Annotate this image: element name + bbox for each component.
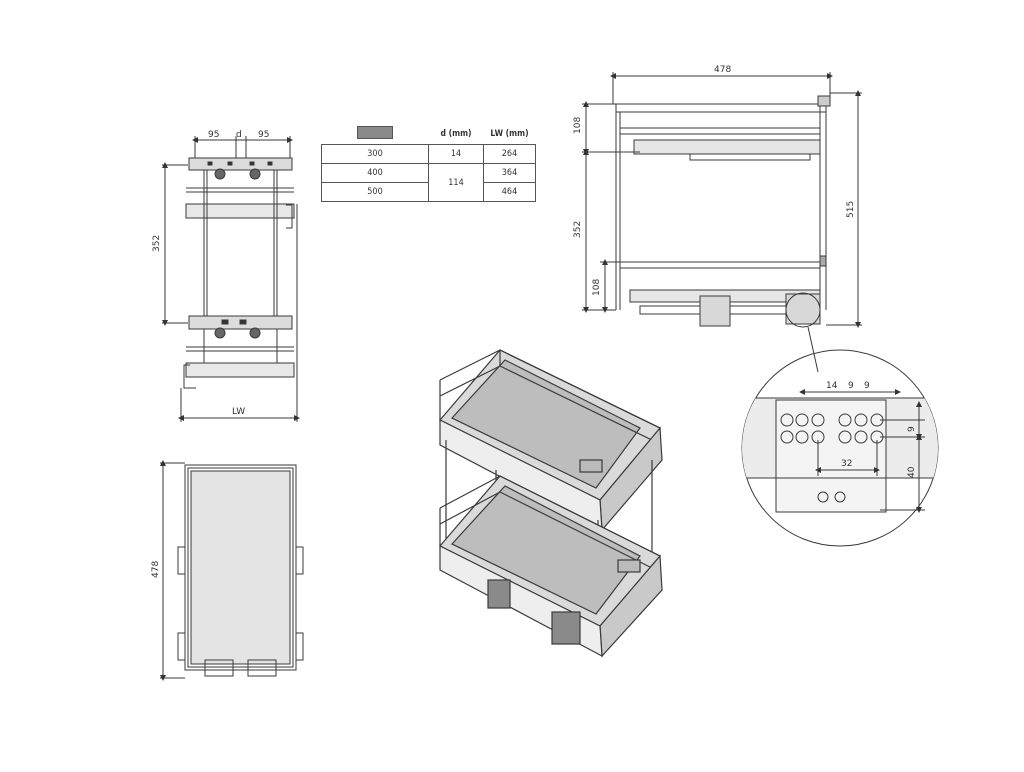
dim-top-depth-label: 478 — [151, 561, 161, 578]
table-row: 300 14 264 — [321, 144, 536, 164]
dim-front-width-label: LW — [232, 407, 245, 417]
table-header-width — [322, 124, 429, 145]
dim-detail-v40-label: 40 — [907, 466, 917, 478]
dim-front-right-label: 95 — [258, 130, 269, 140]
table-header-d: d (mm) — [440, 129, 472, 139]
table-header-lw: LW (mm) — [490, 129, 529, 139]
dim-side-mid-label: 352 — [573, 221, 583, 238]
table-row: 400 114 364 — [321, 163, 536, 202]
dim-side-upper-gap-label: 108 — [573, 117, 583, 134]
dim-side-top-label: 478 — [714, 65, 731, 75]
table-cell-width: 500 — [321, 182, 429, 202]
width-icon — [357, 126, 393, 139]
side-view — [582, 72, 862, 373]
dim-detail-v9-label: 9 — [907, 426, 917, 432]
top-view — [160, 460, 304, 681]
dim-front-height-label: 352 — [152, 235, 162, 252]
table-cell-lw: 464 — [483, 182, 536, 202]
dim-detail-14-label: 14 — [826, 381, 838, 391]
table-cell-lw: 264 — [483, 144, 536, 164]
dim-front-d-label: d — [236, 130, 242, 140]
dim-side-lower-gap-label: 108 — [592, 279, 602, 296]
table-cell-d: 14 — [428, 144, 484, 164]
table-cell-lw: 364 — [483, 163, 536, 183]
table-cell-d: 114 — [428, 163, 484, 202]
front-view — [162, 136, 300, 422]
dimensions-table: d (mm) LW (mm) 300 14 264 400 114 364 50… — [321, 124, 536, 202]
table-row: 500 464 — [321, 182, 536, 202]
dim-side-total-label: 515 — [846, 201, 856, 218]
dim-front-left-label: 95 — [208, 130, 219, 140]
isometric-view — [439, 349, 663, 658]
detail-view — [741, 349, 939, 547]
table-cell-width: 300 — [321, 144, 429, 164]
table-cell-width: 400 — [321, 163, 429, 183]
dim-detail-9b-label: 9 — [864, 381, 870, 391]
table-header-row: d (mm) LW (mm) — [322, 124, 536, 145]
dim-detail-9a-label: 9 — [848, 381, 854, 391]
dim-detail-32-label: 32 — [841, 459, 852, 469]
